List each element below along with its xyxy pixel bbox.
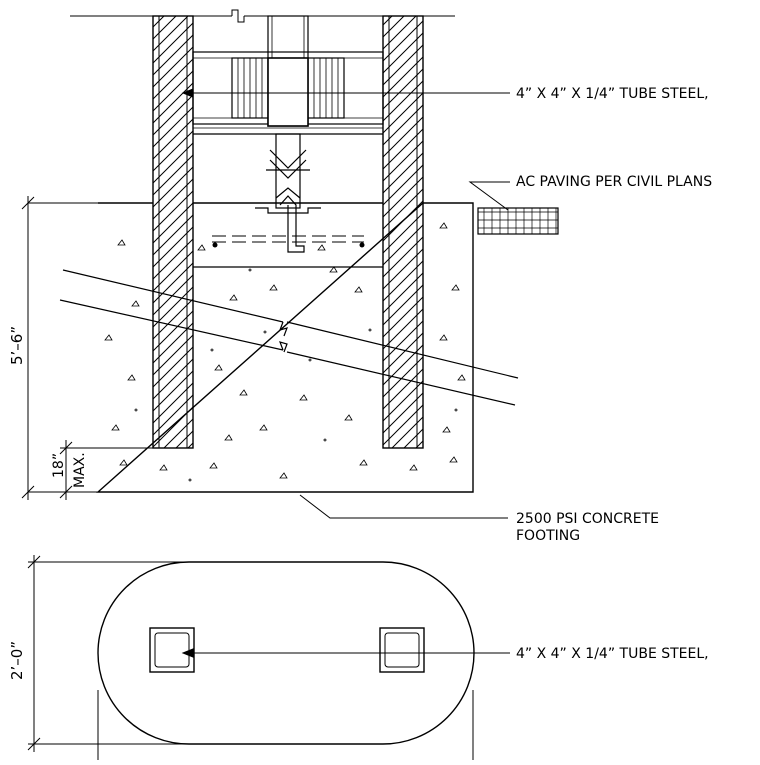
slab-level-lines [193, 235, 383, 268]
concrete-footing-label-line2: FOOTING [516, 528, 580, 544]
plan-view: 4” X 4” X 1/4” TUBE STEEL, 2’–0” [8, 555, 709, 760]
tube-steel-section-label: 4” X 4” X 1/4” TUBE STEEL, [516, 86, 709, 102]
dimension-embed-depth [59, 440, 153, 500]
ac-paving-section [477, 207, 559, 235]
concrete-aggregate-marks [104, 222, 466, 482]
diagonal-pipe [59, 269, 519, 406]
ac-paving-label: AC PAVING PER CIVIL PLANS [516, 174, 712, 190]
leader-concrete-footing [299, 494, 508, 519]
section-view: 5’–6” 18” MAX. 4” X 4” X 1/4” TUBE STEEL… [8, 9, 712, 544]
embed-depth-dimension: 18” [51, 453, 67, 478]
leader-tube-steel-plan [181, 648, 510, 658]
embed-depth-qualifier: MAX. [72, 452, 88, 488]
dimension-plan-width [27, 555, 474, 760]
footing-depth-dimension: 5’–6” [8, 326, 26, 365]
plan-width-dimension: 2’–0” [8, 641, 26, 680]
v-track-assembly [255, 133, 321, 253]
concrete-footing-label-line1: 2500 PSI CONCRETE [516, 511, 659, 527]
horizontal-brace-assembly [192, 51, 384, 135]
dimension-footing-depth [21, 196, 98, 500]
leader-tube-steel-section [181, 88, 510, 98]
plan-footing-outline [97, 561, 475, 745]
leader-ac-paving [468, 181, 510, 211]
right-post-section [382, 15, 424, 449]
plan-right-tube-steel [379, 627, 425, 673]
tube-steel-plan-label: 4” X 4” X 1/4” TUBE STEEL, [516, 646, 709, 662]
plan-left-tube-steel [149, 627, 195, 673]
concrete-footing-section [96, 202, 474, 493]
left-post-section [152, 15, 194, 449]
